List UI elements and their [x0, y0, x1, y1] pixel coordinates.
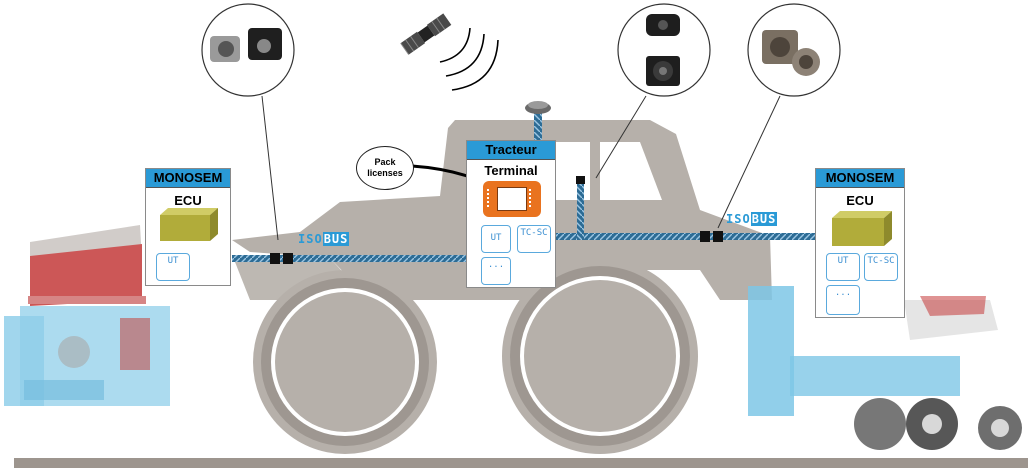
left-panel-header: MONOSEM: [146, 169, 230, 188]
right-chip-more: ...: [826, 285, 860, 315]
ecu-block-left-layer: [160, 208, 218, 242]
isobus-right-iso: ISO: [726, 212, 751, 226]
isobus-left-bus: BUS: [323, 232, 350, 246]
ground-bar: [14, 458, 1028, 468]
socket-callout: [618, 4, 710, 96]
left-panel-title: ECU: [146, 193, 230, 208]
isobus-right-bus: BUS: [751, 212, 778, 226]
isobus-logo-right: ISOBUS: [726, 212, 777, 226]
isobus-left-iso: ISO: [298, 232, 323, 246]
pack-licenses-badge: Pack licenses: [356, 146, 414, 190]
callout-line-1: [262, 96, 278, 240]
terminal-device: [483, 181, 541, 217]
left-chip-ut: UT: [156, 253, 190, 281]
satellite-icon: [401, 13, 452, 54]
center-chip-ut: UT: [481, 225, 511, 253]
connector-callout: [202, 4, 294, 96]
tractor-panel-title: Terminal: [467, 163, 555, 178]
right-panel-title: ECU: [816, 193, 904, 208]
isobus-logo-left: ISOBUS: [298, 232, 349, 246]
right-panel-header: MONOSEM: [816, 169, 904, 188]
tractor-terminal-panel: Tracteur Terminal UT TC-SC ...: [466, 140, 556, 288]
terminal-screen: [497, 187, 527, 211]
ecu-block-right-layer: [832, 211, 892, 247]
terminal-right-buttons: [529, 189, 537, 207]
right-chip-tc-sc: TC-SC: [864, 253, 898, 281]
right-chip-ut: UT: [826, 253, 860, 281]
signal-waves: [440, 28, 498, 90]
pack-label-line1: Pack: [357, 157, 413, 168]
callout-line-3: [718, 96, 780, 228]
plug-callout: [748, 4, 840, 96]
terminal-left-buttons: [487, 189, 495, 207]
center-chip-more: ...: [481, 257, 511, 285]
pack-label-line2: licenses: [357, 168, 413, 179]
tractor-panel-header: Tracteur: [467, 141, 555, 160]
center-chip-tc-sc: TC-SC: [517, 225, 551, 253]
